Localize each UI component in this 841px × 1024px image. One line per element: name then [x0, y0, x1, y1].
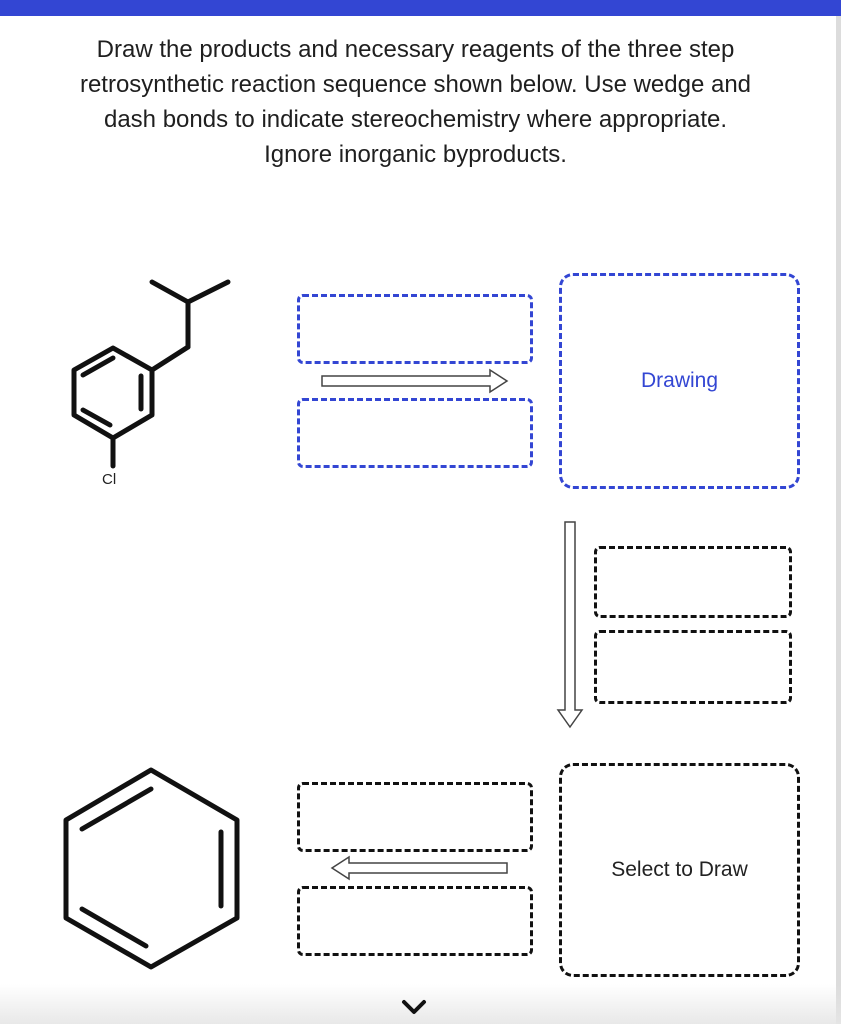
question-instructions: Draw the products and necessary reagents…	[30, 32, 801, 172]
select-to-draw-label: Select to Draw	[611, 858, 748, 881]
benzene-double-bond-3	[79, 906, 149, 949]
reagent-box-step2-bottom[interactable]	[594, 630, 792, 704]
starting-material-structure	[71, 279, 231, 469]
isopropyl-methyl-bond-2	[185, 279, 231, 305]
drawing-area-intermediate-2[interactable]: Select to Draw	[559, 763, 800, 977]
instructions-line-1: Draw the products and necessary reagents…	[96, 36, 735, 63]
reagent-box-step1-above[interactable]	[297, 294, 533, 364]
chevron-down-icon[interactable]	[399, 996, 429, 1018]
reagent-box-step3-below[interactable]	[297, 886, 533, 956]
instructions-line-3: dash bonds to indicate stereochemistry w…	[103, 106, 727, 133]
benzene-double-bond-1	[79, 786, 154, 832]
chlorine-atom-label: Cl	[102, 471, 117, 488]
reagent-box-step2-top[interactable]	[594, 546, 792, 618]
forward-arrow-top	[321, 368, 509, 394]
benzene-ring	[63, 767, 240, 970]
drawing-area-intermediate-1[interactable]: Drawing	[559, 273, 800, 489]
benzene-structure	[63, 767, 240, 970]
top-accent-bar	[0, 0, 841, 16]
drawing-area-label: Drawing	[640, 369, 719, 392]
isopropyl-methyl-bond-1	[149, 279, 191, 305]
benzylic-bond	[149, 344, 191, 373]
reagent-box-step3-above[interactable]	[297, 782, 533, 852]
start-ring-double-bond-3	[80, 407, 113, 428]
reverse-arrow-bottom	[330, 855, 508, 881]
instructions-line-2: retrosynthetic reaction sequence shown b…	[79, 71, 752, 98]
start-ring-double-bond-1	[80, 355, 116, 378]
reagent-box-step1-below[interactable]	[297, 398, 533, 468]
scrollbar-track[interactable]	[836, 16, 841, 1024]
instructions-line-4: Ignore inorganic byproducts.	[264, 141, 567, 168]
down-arrow	[556, 521, 584, 729]
